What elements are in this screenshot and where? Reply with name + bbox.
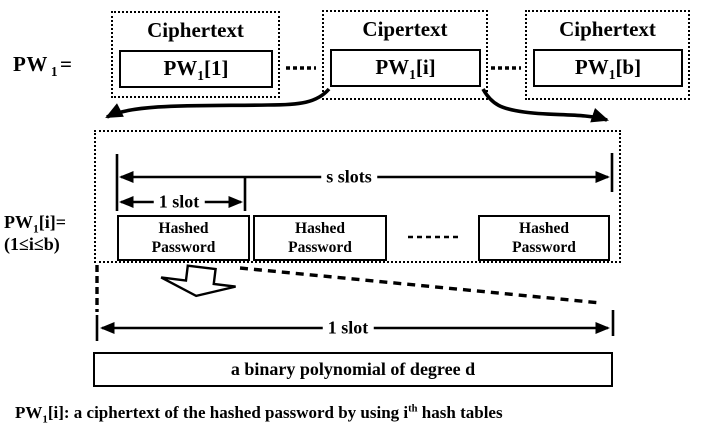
pw1-b-box: PW1[b] bbox=[533, 49, 683, 87]
pw1-subscript: 1 bbox=[50, 64, 59, 80]
range-rest: [i]= bbox=[38, 212, 67, 232]
pw1-i-box: PW1[i] bbox=[330, 49, 481, 87]
range-sub: 1 bbox=[33, 223, 39, 236]
pw1-b-base: PW bbox=[574, 55, 609, 79]
pw1-i-range-line1: PW1[i]= bbox=[4, 211, 67, 236]
one-slot-label-bottom: 1 slot bbox=[322, 317, 374, 339]
pw1-i-base: PW bbox=[375, 55, 410, 79]
pw1-b-index: [b] bbox=[615, 55, 642, 79]
pw1-i-sub: 1 bbox=[409, 67, 416, 83]
pw1-1-index: [1] bbox=[204, 56, 229, 80]
hashed-line2: Password bbox=[512, 238, 576, 256]
caption-base: PW bbox=[15, 403, 43, 422]
pw1-b-sub: 1 bbox=[608, 67, 616, 83]
hashed-password-box-2: Hashed Password bbox=[253, 215, 387, 261]
pw1-i-index: [i] bbox=[415, 55, 436, 79]
binary-polynomial-box: a binary polynomial of degree d bbox=[93, 352, 613, 387]
ciphertext-block-i: Cipertext PW1[i] bbox=[322, 10, 488, 100]
hashed-password-box-1: Hashed Password bbox=[117, 215, 250, 261]
ciphertext-title-b: Ciphertext bbox=[559, 17, 656, 41]
hashed-password-box-3: Hashed Password bbox=[478, 215, 610, 261]
hashed-line1: Hashed bbox=[158, 220, 209, 237]
pw1-1-box: PW1[1] bbox=[119, 50, 273, 88]
caption-sub: 1 bbox=[42, 413, 48, 426]
range-base: PW bbox=[4, 212, 33, 232]
ciphertext-block-1: Ciphertext PW1[1] bbox=[111, 11, 280, 98]
hashed-line1: Hashed bbox=[295, 220, 345, 237]
caption-tail: hash tables bbox=[417, 403, 503, 422]
one-slot-label-top: 1 slot bbox=[153, 191, 205, 213]
figure-caption: PW1[i]: a ciphertext of the hashed passw… bbox=[15, 403, 503, 426]
slot-detail-dotted-box bbox=[94, 130, 621, 263]
ciphertext-title-1: Ciphertext bbox=[147, 18, 244, 42]
caption-mid: [i]: a ciphertext of the hashed password… bbox=[47, 403, 409, 422]
s-slots-label: s slots bbox=[321, 166, 377, 188]
pw1-base: PW bbox=[13, 52, 48, 76]
pw1-1-sub: 1 bbox=[197, 68, 205, 84]
pw1-i-range-label: PW1[i]= (1≤i≤b) bbox=[4, 211, 66, 255]
hashed-line1: Hashed bbox=[519, 220, 569, 237]
pw1-eq: = bbox=[60, 52, 73, 76]
ciphertext-block-b: Ciphertext PW1[b] bbox=[525, 10, 690, 100]
pw1-i-range-line2: (1≤i≤b) bbox=[4, 234, 60, 254]
ciphertext-title-i: Cipertext bbox=[362, 17, 448, 41]
hashed-line2: Password bbox=[288, 238, 352, 256]
caption-sup: th bbox=[408, 403, 418, 415]
hashed-line2: Password bbox=[151, 238, 216, 256]
pw1-1-base: PW bbox=[163, 56, 198, 80]
